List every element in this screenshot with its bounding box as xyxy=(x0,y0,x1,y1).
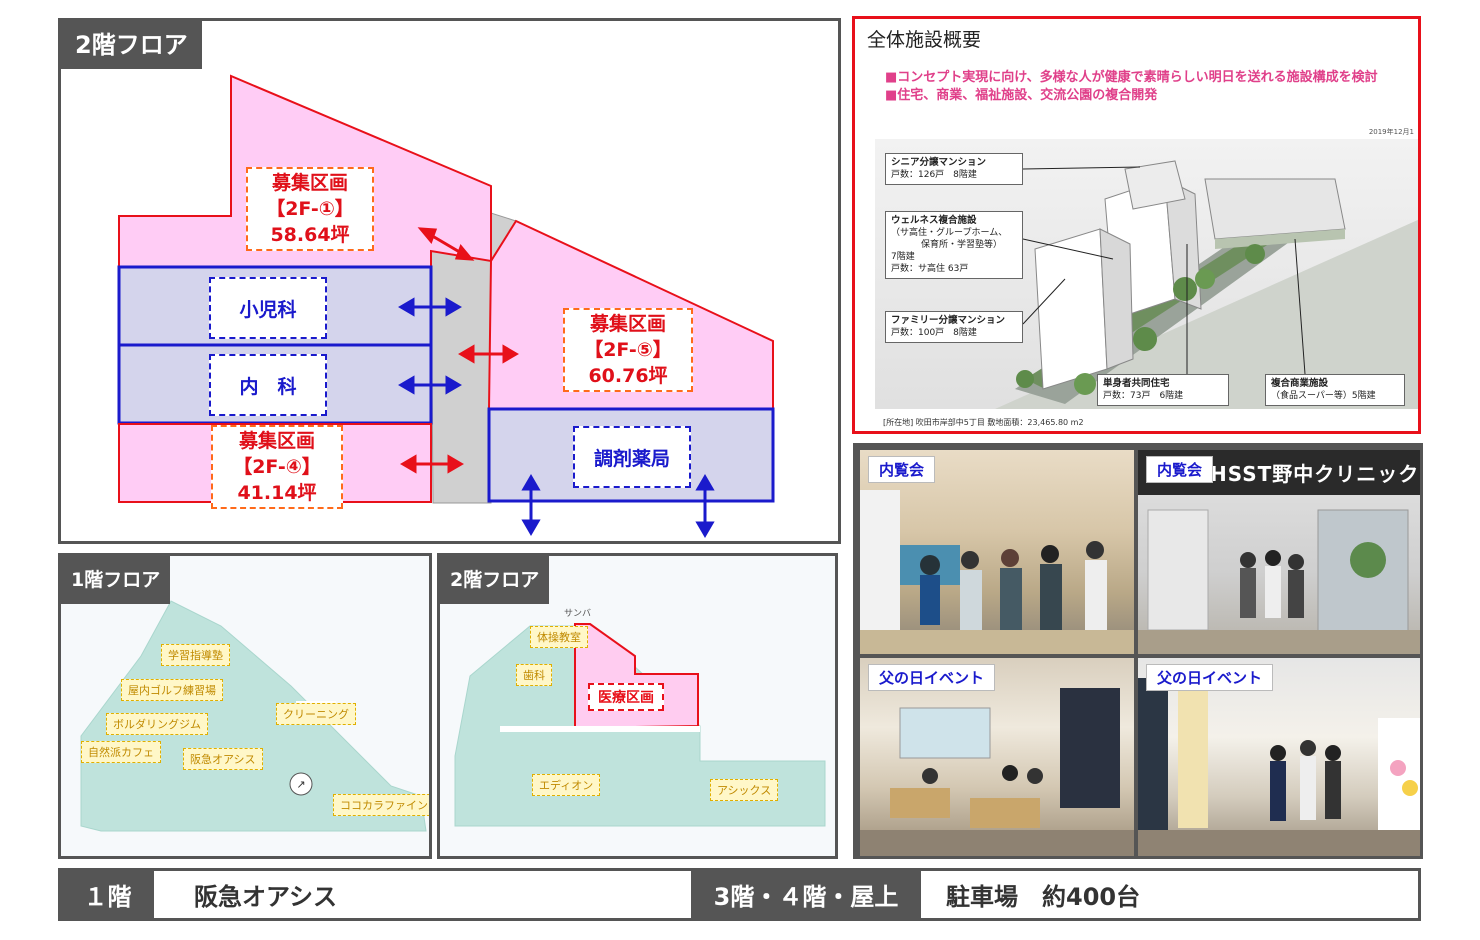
building-wellness: ウェルネス複合施設 （サ高住・グループホーム、 保育所・学習塾等） 7階建 戸数… xyxy=(885,211,1023,279)
arrow-red-5 xyxy=(458,344,519,364)
photo-preview-2: HSST野中クリニック 内覧会 xyxy=(1138,450,1420,654)
building-detail: 保育所・学習塾等） xyxy=(921,240,1003,250)
arrow-red-1 xyxy=(417,227,475,261)
section-label-line: 募集区画 xyxy=(589,313,666,335)
pediatrics-label: 小児科 xyxy=(209,277,327,339)
section-label-line: 58.64坪 xyxy=(270,224,350,246)
section-label-line: 41.14坪 xyxy=(237,482,317,504)
building-detail: 戸数：126戸 8階建 xyxy=(891,170,977,180)
building-detail: （食品スーパー等）5階建 xyxy=(1271,391,1376,401)
floor-plan-drawing xyxy=(117,74,775,538)
building-detail: 7階建 xyxy=(891,252,915,262)
building-name: 複合商業施設 xyxy=(1271,378,1329,389)
floor-2-small-map: 2階フロア サンバ 体操教室 歯科 エディオン アシックス 医療区画 xyxy=(437,553,838,859)
photo-tag: 内覧会 xyxy=(1146,456,1214,483)
section-label-line: 【2F-①】 xyxy=(266,198,354,220)
overview-bullet: ■住宅、商業、福祉施設、交流公園の複合開発 xyxy=(885,88,1158,103)
photo-tag: 内覧会 xyxy=(868,456,936,483)
tenant-chip: アシックス xyxy=(710,779,779,801)
building-detail: （サ高住・グループホーム、 xyxy=(891,228,1008,238)
tenant-chip: 自然派カフェ xyxy=(81,741,161,763)
tenant-chip: 学習指導塾 xyxy=(161,644,230,666)
building-detail: 戸数：73戸 6階建 xyxy=(1103,391,1184,401)
arrow-red-4 xyxy=(400,454,464,474)
building-name: ウェルネス複合施設 xyxy=(891,215,977,226)
arrow-blue-pharmacy-left xyxy=(521,474,541,536)
floor-1-title: 1階フロア xyxy=(61,556,171,604)
section-label-line: 募集区画 xyxy=(238,430,315,452)
main-floor-title: 2階フロア xyxy=(61,21,202,69)
building-name: ファミリー分譲マンション xyxy=(891,315,1006,326)
arrow-blue-internal xyxy=(398,375,462,395)
floor-2-small-title: 2階フロア xyxy=(440,556,550,604)
photo-tag: 父の日イベント xyxy=(1146,664,1274,691)
floor-3-4-roof-summary-label: 3階・４階・屋上 xyxy=(691,871,921,918)
pharmacy-label: 調剤薬局 xyxy=(573,426,691,488)
arrow-blue-pharmacy-right xyxy=(695,474,715,538)
section-label-line: 【2F-⑤】 xyxy=(584,339,672,361)
building-single-housing: 単身者共同住宅 戸数：73戸 6階建 xyxy=(1097,374,1229,406)
tenant-chip: エディオン xyxy=(532,774,601,796)
arrow-blue-pediatrics xyxy=(398,297,462,317)
clinic-signboard: HSST野中クリニック xyxy=(1210,462,1420,486)
building-detail: 戸数：サ高住 63戸 xyxy=(891,264,969,274)
section-label-line: 募集区画 xyxy=(271,172,348,194)
event-photos-panel: 内覧会 HSST野中クリニック 内覧会 父の日イベント xyxy=(853,443,1423,859)
tenant-chip: ココカラファイン xyxy=(333,794,429,816)
building-name: シニア分譲マンション xyxy=(891,157,987,168)
section-label-line: 【2F-④】 xyxy=(233,456,321,478)
building-family-mansion: ファミリー分譲マンション 戸数：100戸 8階建 xyxy=(885,311,1023,343)
floor-1-summary-label: １階 xyxy=(61,871,154,918)
main-floor-plan: 2階フロア 募集区画 【2F-①】 58.64坪 小児科 内 科 募集区画 【2… xyxy=(58,18,841,544)
overview-title: 全体施設概要 xyxy=(867,29,982,51)
photo-preview-1: 内覧会 xyxy=(860,450,1134,654)
section-2f-4-label: 募集区画 【2F-④】 41.14坪 xyxy=(211,425,343,509)
photo-fathers-day-2: 父の日イベント xyxy=(1138,658,1420,856)
tenant-chip: 阪急オアシス xyxy=(183,748,263,770)
overview-footer: [所在地] 吹田市岸部中5丁目 敷地面積：23,465.80 m2 xyxy=(883,418,1084,427)
floor-1-summary-value: 阪急オアシス xyxy=(194,883,338,911)
overview-bullet: ■コンセプト実現に向け、多様な人が健康で素晴らしい明日を送れる施設構成を検討 xyxy=(885,70,1378,85)
photo-image xyxy=(1138,678,1420,856)
medical-zone-label: 医療区画 xyxy=(588,683,664,711)
photo-image xyxy=(860,490,1134,654)
overview-date: 2019年12月1 xyxy=(1368,128,1414,136)
parking-summary-value: 駐車場 約400台 xyxy=(946,883,1141,911)
overview-bullets: ■コンセプト実現に向け、多様な人が健康で素晴らしい明日を送れる施設構成を検討 ■… xyxy=(885,69,1378,105)
section-2f-1-label: 募集区画 【2F-①】 58.64坪 xyxy=(246,167,374,251)
tenant-chip: クリーニング xyxy=(276,703,356,725)
tenant-chip: 歯科 xyxy=(516,664,552,686)
building-name: 単身者共同住宅 xyxy=(1103,378,1170,389)
photo-fathers-day-1: 父の日イベント xyxy=(860,658,1134,856)
section-label-line: 60.76坪 xyxy=(588,365,668,387)
facility-overview-panel: 全体施設概要 ■コンセプト実現に向け、多様な人が健康で素晴らしい明日を送れる施設… xyxy=(852,16,1421,434)
tenant-chip: 体操教室 xyxy=(530,626,588,648)
photo-tag: 父の日イベント xyxy=(868,664,996,691)
section-2f-5-label: 募集区画 【2F-⑤】 60.76坪 xyxy=(563,308,693,392)
floor-2-top-text: サンバ xyxy=(564,609,592,619)
photo-image xyxy=(1138,509,1420,654)
photo-image xyxy=(860,688,1134,856)
tenant-chip: 屋内ゴルフ練習場 xyxy=(121,679,223,701)
aerial-rendering: シニア分譲マンション 戸数：126戸 8階建 ウェルネス複合施設 （サ高住・グル… xyxy=(875,139,1418,409)
floor-1-map: ↗ 1階フロア 学習指導塾 屋内ゴルフ練習場 ボルダリングジム 自然派カフェ 阪… xyxy=(58,553,432,859)
building-commercial: 複合商業施設 （食品スーパー等）5階建 xyxy=(1265,374,1405,406)
building-senior-mansion: シニア分譲マンション 戸数：126戸 8階建 xyxy=(885,153,1023,185)
svg-text:↗: ↗ xyxy=(296,778,305,791)
building-detail: 戸数：100戸 8階建 xyxy=(891,328,977,338)
floor-summary-bar: １階 阪急オアシス 3階・４階・屋上 駐車場 約400台 xyxy=(58,868,1421,921)
tenant-chip: ボルダリングジム xyxy=(106,713,208,735)
internal-medicine-label: 内 科 xyxy=(209,354,327,416)
